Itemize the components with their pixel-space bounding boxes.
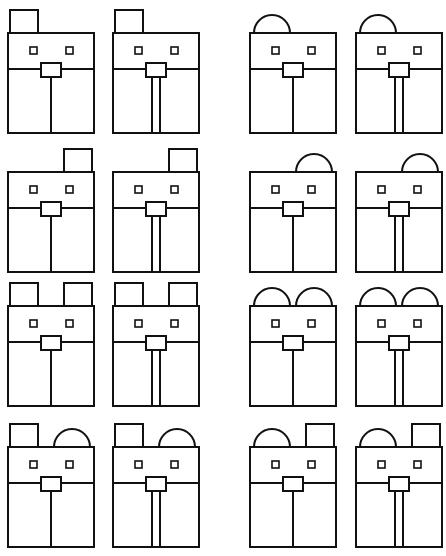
leg-bar [395,216,403,272]
square-hat-right [306,424,334,447]
square-hat-right [412,424,440,447]
left-eye [135,461,142,468]
figure-r3c3 [250,288,336,406]
right-eye [414,320,421,327]
figure-r1c4 [356,15,442,133]
dome-hat-left [254,288,290,306]
figure-r3c4 [356,288,442,406]
figure-r4c3 [250,424,336,547]
figure-r1c2 [113,10,199,133]
right-eye [66,47,73,54]
square-hat-left [10,10,38,33]
leg-bar [395,491,403,547]
neck-box [41,336,61,350]
figure-r3c2 [113,283,199,406]
dome-hat-right [296,154,332,172]
dome-hat-left [360,288,396,306]
leg-bar [395,350,403,406]
left-eye [135,320,142,327]
square-hat-right [169,283,197,306]
figure-r4c1 [8,424,94,547]
dome-hat-right [159,429,195,447]
dome-hat-left [360,15,396,33]
left-eye [135,186,142,193]
neck-box [146,477,166,491]
right-eye [414,47,421,54]
dome-hat-right [402,288,438,306]
left-eye [378,320,385,327]
left-eye [272,461,279,468]
right-eye [414,461,421,468]
figure-r2c2 [113,149,199,272]
neck-box [389,477,409,491]
right-eye [171,320,178,327]
leg-bar [152,491,160,547]
left-eye [378,186,385,193]
dome-hat-left [360,429,396,447]
dome-hat-left [254,15,290,33]
left-eye [135,47,142,54]
right-eye [171,461,178,468]
right-eye [66,320,73,327]
neck-box [389,202,409,216]
figure-r4c4 [356,424,442,547]
left-eye [272,320,279,327]
leg-bar [395,77,403,133]
leg-bar [152,216,160,272]
neck-box [41,63,61,77]
figure-r2c1 [8,149,94,272]
left-eye [272,47,279,54]
dome-hat-left [254,429,290,447]
left-eye [30,186,37,193]
figure-r2c4 [356,154,442,272]
neck-box [41,202,61,216]
left-eye [30,320,37,327]
square-hat-right [169,149,197,172]
figure-r1c1 [8,10,94,133]
left-eye [272,186,279,193]
square-hat-left [10,424,38,447]
neck-box [389,336,409,350]
square-hat-left [10,283,38,306]
left-eye [30,461,37,468]
right-eye [414,186,421,193]
figure-r2c3 [250,154,336,272]
square-hat-left [115,10,143,33]
neck-box [389,63,409,77]
figure-r1c3 [250,15,336,133]
square-hat-left [115,283,143,306]
left-eye [378,47,385,54]
figure-r3c1 [8,283,94,406]
left-eye [30,47,37,54]
right-eye [308,320,315,327]
neck-box [283,336,303,350]
left-eye [378,461,385,468]
dome-hat-right [296,288,332,306]
right-eye [66,461,73,468]
square-hat-right [64,283,92,306]
leg-bar [152,77,160,133]
right-eye [308,461,315,468]
right-eye [308,47,315,54]
figure-r4c2 [113,424,199,547]
dome-hat-right [54,429,90,447]
square-hat-right [64,149,92,172]
neck-box [283,202,303,216]
square-hat-left [115,424,143,447]
neck-box [146,336,166,350]
neck-box [146,63,166,77]
neck-box [146,202,166,216]
leg-bar [152,350,160,406]
right-eye [171,47,178,54]
right-eye [171,186,178,193]
neck-box [283,63,303,77]
dome-hat-right [402,154,438,172]
right-eye [66,186,73,193]
neck-box [283,477,303,491]
right-eye [308,186,315,193]
neck-box [41,477,61,491]
